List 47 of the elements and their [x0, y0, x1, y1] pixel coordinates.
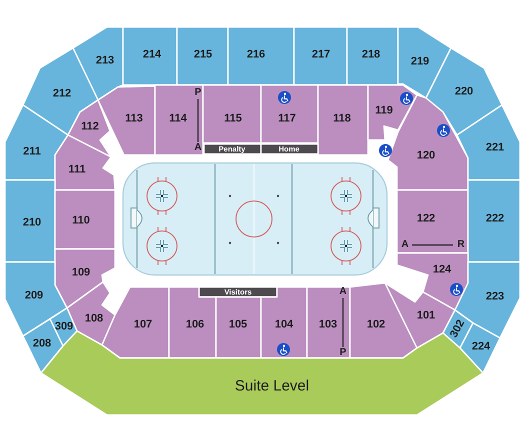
section-number: 120 — [416, 150, 436, 162]
section-number: 105 — [228, 320, 248, 330]
section-number: 113 — [125, 114, 143, 124]
section-number: 217 — [312, 50, 330, 60]
row-letter: A — [194, 143, 202, 153]
section-number: 102 — [366, 320, 386, 330]
row-letter: P — [340, 348, 346, 358]
section-number: 114 — [169, 114, 187, 124]
section-number: 108 — [84, 314, 104, 324]
section-number: 103 — [318, 320, 338, 330]
section-number: 107 — [134, 320, 152, 330]
section-number: 109 — [72, 268, 90, 278]
section-number: 221 — [486, 142, 504, 154]
section-number: 222 — [486, 214, 504, 224]
section-number: 220 — [454, 86, 474, 98]
section-number: 112 — [81, 122, 99, 132]
section-number: 118 — [333, 114, 351, 124]
section-number: 211 — [23, 146, 41, 158]
section-number: 122 — [416, 214, 436, 224]
area-label: Suite Level — [234, 378, 310, 394]
section-number: 218 — [362, 50, 380, 60]
section-number: 212 — [52, 88, 72, 100]
section-number: 302 — [448, 318, 468, 340]
section-number: 110 — [72, 216, 90, 226]
section-number: 215 — [194, 50, 212, 60]
section-number: 119 — [375, 106, 393, 116]
section-number: 213 — [96, 56, 114, 66]
section-number: 309 — [54, 322, 74, 332]
row-letter: A — [339, 287, 347, 297]
section-number: 208 — [32, 338, 52, 350]
section-number: 101 — [416, 310, 436, 322]
section-number: 214 — [142, 50, 162, 60]
section-number: 210 — [22, 218, 42, 228]
section-number: 216 — [246, 50, 266, 60]
section-number: 104 — [274, 320, 294, 330]
section-number: 111 — [68, 164, 86, 176]
section-number: 115 — [224, 114, 242, 124]
row-letter: R — [457, 240, 465, 250]
section-number: 223 — [486, 292, 504, 302]
section-number: 219 — [410, 56, 430, 68]
row-letter: P — [194, 88, 202, 98]
section-number: 124 — [432, 264, 452, 276]
section-number: 106 — [186, 320, 204, 330]
section-number: 224 — [472, 342, 490, 352]
row-letter: A — [401, 240, 409, 250]
section-number: 209 — [24, 290, 44, 302]
section-number: 117 — [278, 114, 296, 124]
